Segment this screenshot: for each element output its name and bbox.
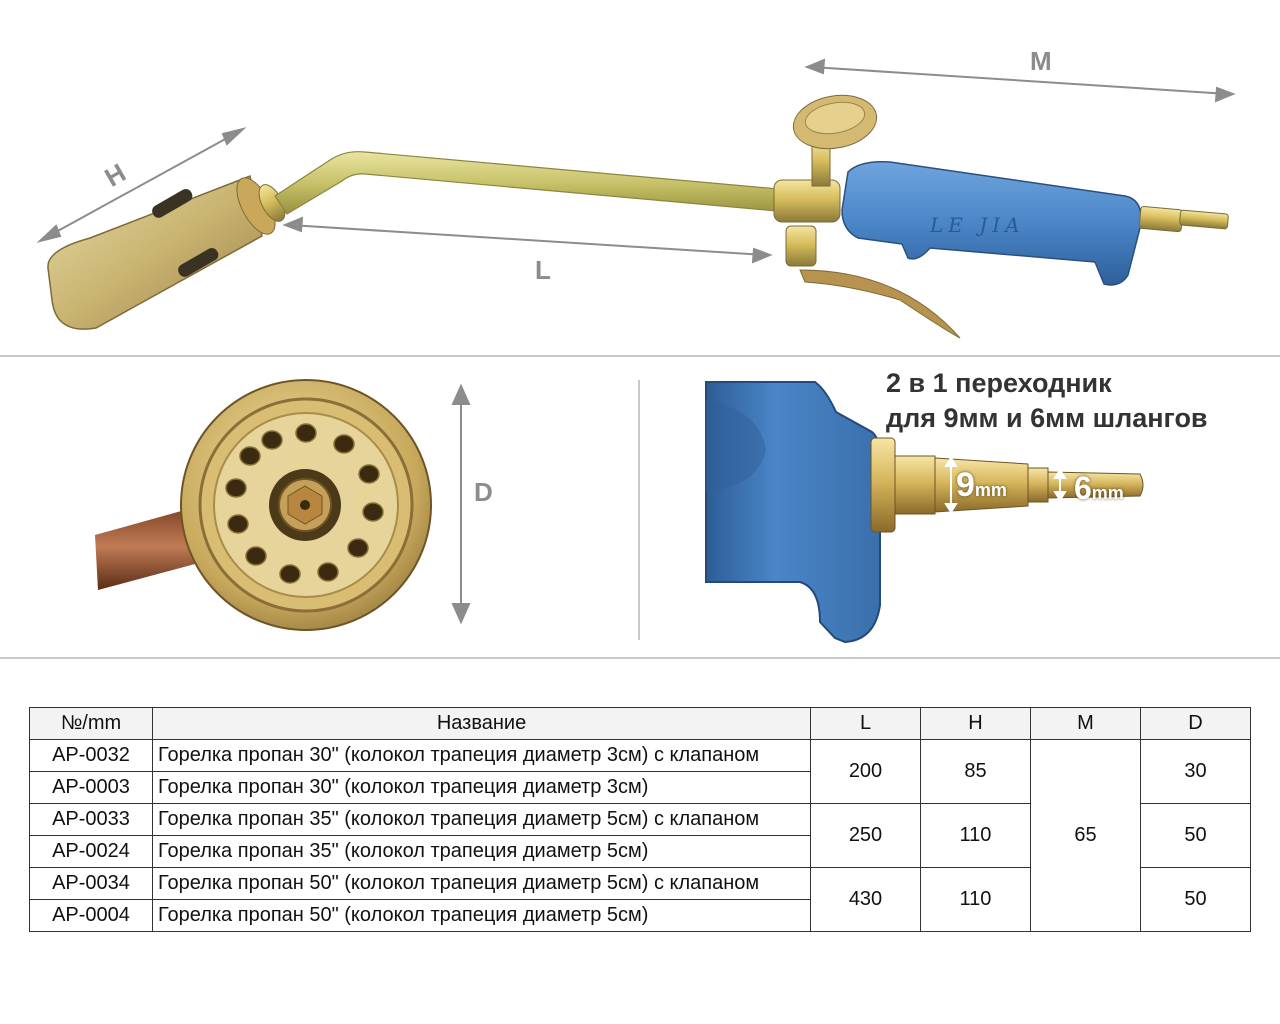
cell-code: AP-0003 xyxy=(29,771,153,804)
cell-name: Горелка пропан 30" (колокол трапеция диа… xyxy=(152,739,811,772)
spec-table: №/mm Название L H M D AP-0032 Горелка пр… xyxy=(29,707,1251,932)
cell-code: AP-0032 xyxy=(29,739,153,772)
nozzle-holes xyxy=(225,423,384,584)
cell-d: 30 xyxy=(1140,739,1251,804)
table-row: AP-0032 Горелка пропан 30" (колокол трап… xyxy=(29,739,1251,932)
adapter-caption: 2 в 1 переходник для 9мм и 6мм шлангов xyxy=(886,366,1208,436)
dimension-arrow-l xyxy=(282,216,773,264)
dimension-arrow-h xyxy=(36,127,247,243)
cell-name: Горелка пропан 50" (колокол трапеция диа… xyxy=(152,899,811,932)
cell-m: 65 xyxy=(1030,739,1141,932)
nozzle-front-view xyxy=(95,379,471,631)
cell-name: Горелка пропан 35" (колокол трапеция диа… xyxy=(152,835,811,868)
cell-l: 200 xyxy=(810,739,921,804)
adapter-detail xyxy=(705,381,1144,644)
cell-l: 250 xyxy=(810,803,921,868)
col-header-m: M xyxy=(1030,707,1141,740)
handle-brand-mark: LE JIA xyxy=(929,213,1025,237)
section-divider-vertical xyxy=(638,380,640,640)
col-header-code: №/mm xyxy=(29,707,153,740)
table-row: AP-0034 Горелка пропан 50" (колокол трап… xyxy=(29,867,1251,932)
torch-handle: LE JIA xyxy=(841,160,1142,286)
cell-name: Горелка пропан 50" (колокол трапеция диа… xyxy=(152,867,811,900)
size-arrow-9 xyxy=(944,456,958,514)
thread-6-value: 6 xyxy=(1074,470,1092,506)
cell-code: AP-0033 xyxy=(29,803,153,836)
cell-h: 110 xyxy=(920,867,1031,932)
cell-h: 110 xyxy=(920,803,1031,868)
col-header-l: L xyxy=(810,707,921,740)
burner-bell xyxy=(47,174,286,330)
thread-9-value: 9 xyxy=(956,466,975,504)
col-header-name: Название xyxy=(152,707,811,740)
cell-code: AP-0034 xyxy=(29,867,153,900)
caption-line-2: для 9мм и 6мм шлангов xyxy=(886,403,1208,433)
cell-code: AP-0024 xyxy=(29,835,153,868)
thread-6-label: 6mm xyxy=(1074,470,1124,507)
thread-9-label: 9mm xyxy=(956,466,1007,505)
thread-9-unit: mm xyxy=(974,480,1007,500)
col-header-d: D xyxy=(1140,707,1251,740)
hose-fitting xyxy=(1138,206,1229,233)
torch-tube xyxy=(274,151,791,215)
cell-d: 50 xyxy=(1140,803,1251,868)
label-d: D xyxy=(474,477,493,507)
table-row: AP-0004 Горелка пропан 50" (колокол трап… xyxy=(29,899,1251,932)
thread-6-unit: mm xyxy=(1091,483,1124,503)
cell-l: 430 xyxy=(810,867,921,932)
size-arrow-6 xyxy=(1053,468,1067,502)
label-m: M xyxy=(1030,46,1052,76)
dimension-arrow-d xyxy=(451,383,471,625)
valve-assembly xyxy=(773,94,961,339)
caption-line-1: 2 в 1 переходник xyxy=(886,368,1112,398)
cell-name: Горелка пропан 30" (колокол трапеция диа… xyxy=(152,771,811,804)
cell-name: Горелка пропан 35" (колокол трапеция диа… xyxy=(152,803,811,836)
cell-h: 85 xyxy=(920,739,1031,804)
col-header-h: H xyxy=(920,707,1031,740)
torch-illustration: LE JIA xyxy=(36,58,1236,339)
dimension-arrow-m xyxy=(804,58,1236,103)
label-l: L xyxy=(535,255,551,285)
cell-code: AP-0004 xyxy=(29,899,153,932)
section-divider-top xyxy=(0,355,1280,357)
cell-d: 50 xyxy=(1140,867,1251,932)
section-divider-bottom xyxy=(0,657,1280,659)
table-header-row: №/mm Название L H M D xyxy=(29,707,1251,740)
